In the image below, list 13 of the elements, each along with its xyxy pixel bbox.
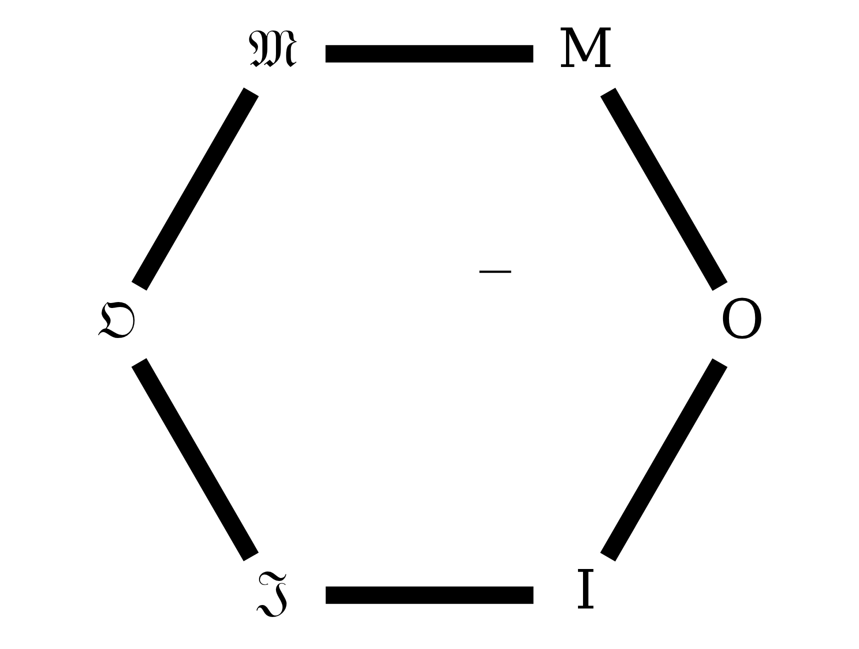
connector — [600, 358, 728, 562]
node-text: 𝔐 — [248, 17, 298, 80]
node-text: 𝔍 — [256, 558, 290, 622]
connector — [326, 586, 534, 604]
connector — [131, 88, 259, 291]
node-text: I — [575, 558, 596, 622]
label: — — [478, 250, 513, 290]
node-text: M — [558, 17, 614, 80]
node-text: 𝔒 — [96, 288, 137, 351]
connector — [600, 88, 728, 291]
connector — [131, 358, 259, 562]
node-text: O — [720, 288, 764, 351]
connector — [326, 45, 534, 63]
